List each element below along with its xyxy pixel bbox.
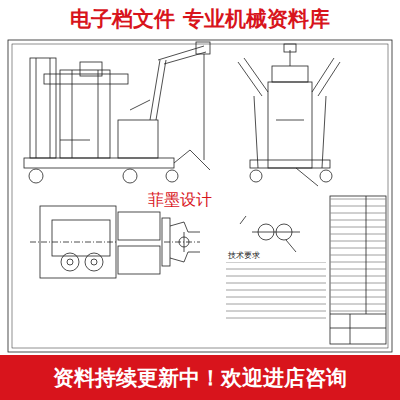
drawing-stroke xyxy=(268,82,312,168)
drawing-stroke xyxy=(36,58,37,158)
drawing-stroke xyxy=(320,170,332,182)
drawing-stroke xyxy=(156,60,166,120)
drawing-stroke xyxy=(286,240,296,252)
drawing-stroke xyxy=(52,220,110,256)
drawing-stroke xyxy=(150,60,160,120)
drawing-stroke xyxy=(30,242,118,243)
drawing-stroke xyxy=(226,262,326,324)
drawing-stroke xyxy=(330,328,386,329)
drawing-stroke xyxy=(174,150,190,163)
drawing-stroke xyxy=(67,259,73,265)
drawing-stroke xyxy=(123,169,137,183)
drawing-stroke xyxy=(190,150,210,170)
watermark: 菲墨设计 xyxy=(148,190,212,211)
drawing-stroke xyxy=(366,196,367,314)
drawing-stroke xyxy=(44,74,128,84)
drawing-stroke xyxy=(350,314,351,344)
drawing-stroke xyxy=(85,253,103,271)
drawing-stroke xyxy=(312,58,334,92)
drawing-stroke xyxy=(61,253,79,271)
drawing-stroke xyxy=(240,216,246,224)
drawing-stroke xyxy=(158,46,204,60)
drawing-stroke xyxy=(272,66,308,82)
header-band: 电子档文件 专业机械资料库 xyxy=(0,0,400,38)
drawing-stroke xyxy=(318,62,340,96)
mechanical-drawing xyxy=(8,40,392,352)
drawing-stroke xyxy=(29,169,43,183)
drawing-stroke xyxy=(80,62,102,76)
drawing-stroke xyxy=(284,44,296,52)
banner-text: 电子档文件 专业机械资料库 xyxy=(70,5,329,33)
drawing-stroke xyxy=(276,120,304,121)
drawing-stroke xyxy=(166,170,178,182)
drawing-stroke xyxy=(130,100,150,110)
drawing-stroke xyxy=(330,196,386,344)
drawing-stroke xyxy=(60,70,110,158)
drawing-stroke xyxy=(296,168,318,186)
drawing-stroke xyxy=(91,259,97,265)
drawing-stroke xyxy=(244,58,268,92)
drawing-stroke xyxy=(60,140,90,141)
drawing-stroke xyxy=(254,96,258,168)
drawing-stroke xyxy=(164,242,200,243)
drawing-stroke xyxy=(72,70,73,158)
drawing-stroke xyxy=(50,58,51,158)
drawing-stroke xyxy=(250,170,262,182)
footer-band: 资料持续更新中！欢迎进店咨询 xyxy=(0,355,400,400)
notes-heading: 技术要求 xyxy=(228,250,260,261)
drawing-stroke xyxy=(118,246,160,274)
drawing-stroke xyxy=(330,196,386,314)
drawing-stroke xyxy=(24,158,174,168)
drawing-stroke xyxy=(98,70,99,158)
banner-text: 资料持续更新中！欢迎进店咨询 xyxy=(53,364,347,392)
drawing-stroke xyxy=(118,212,160,240)
drawing-stroke xyxy=(30,58,56,158)
drawing-stroke xyxy=(170,222,200,262)
drawing-stroke xyxy=(12,44,388,348)
drawing-stroke xyxy=(252,232,300,233)
drawing-stroke xyxy=(330,314,386,315)
drawing-stroke xyxy=(196,42,210,54)
drawing-stroke xyxy=(8,40,392,352)
drawing-stroke xyxy=(250,160,330,168)
drawing-stroke xyxy=(118,120,158,158)
drawing-stroke xyxy=(290,50,291,66)
drawing-stroke xyxy=(322,96,326,168)
drawing-stroke xyxy=(204,54,205,160)
